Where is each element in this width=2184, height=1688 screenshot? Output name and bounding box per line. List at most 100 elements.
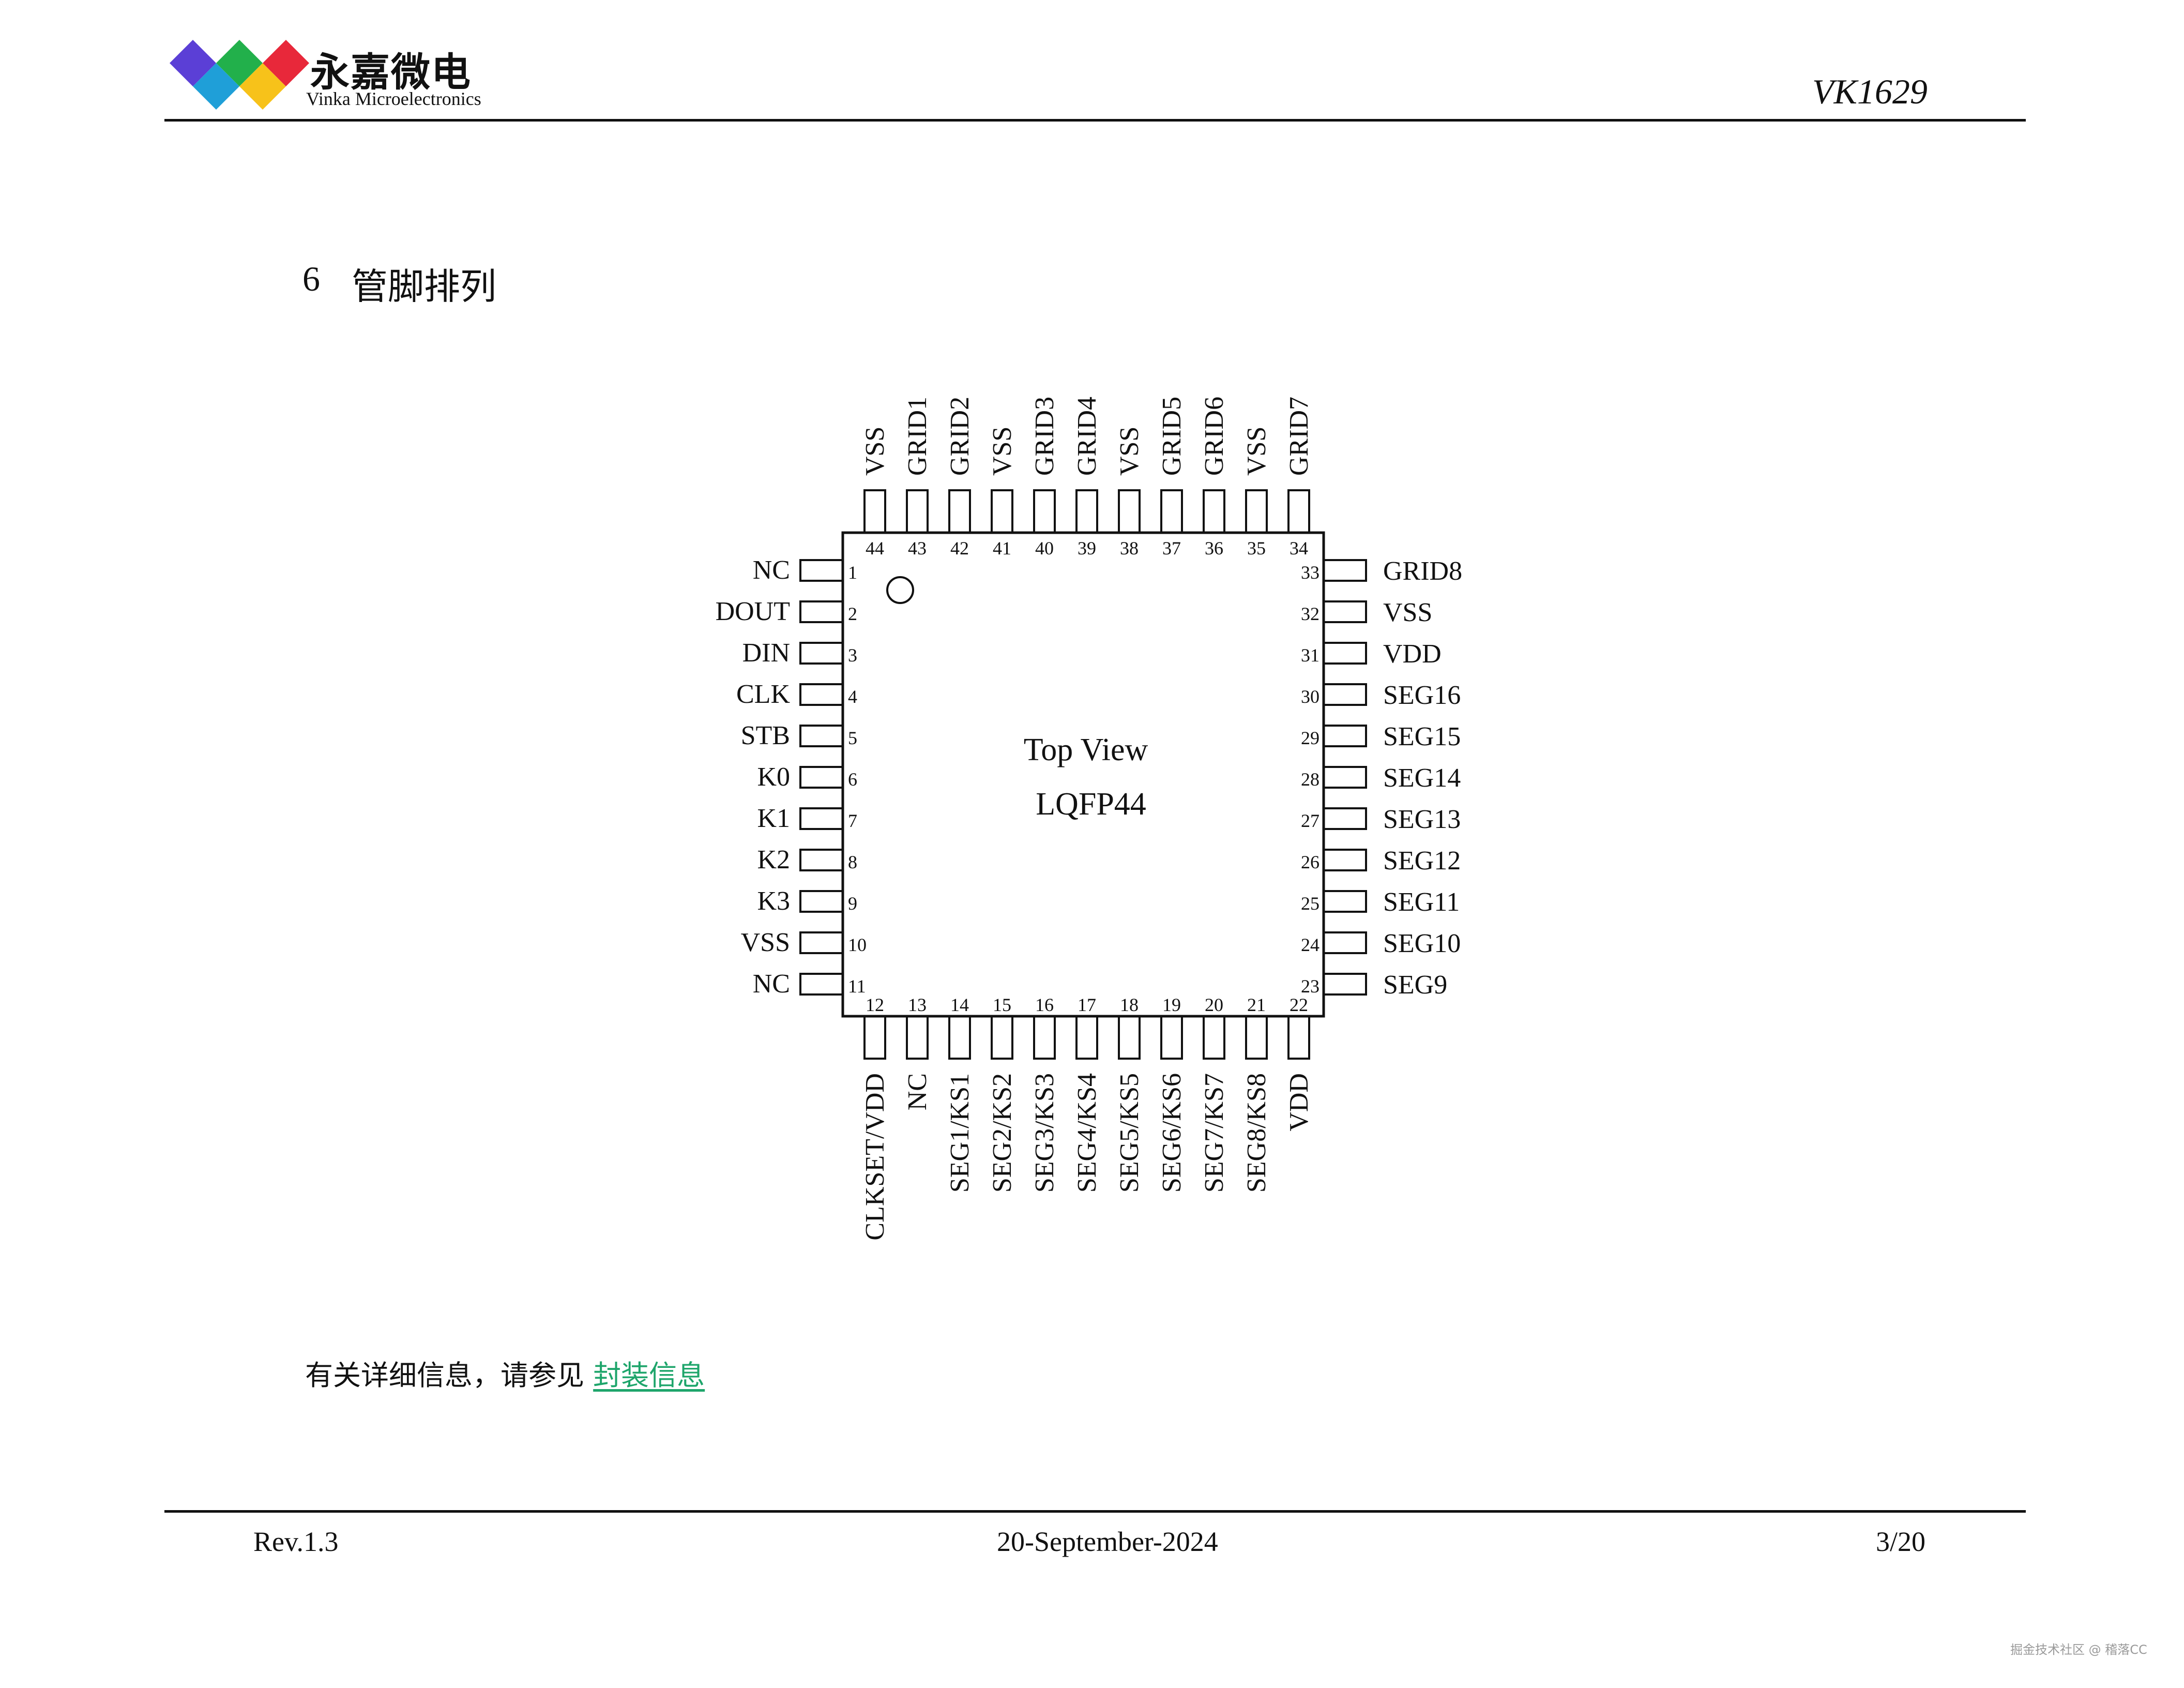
pin-39-number: 39	[1078, 538, 1096, 559]
pin-31-lead	[1323, 642, 1367, 665]
pin-35-lead	[1245, 489, 1268, 534]
pin-43-lead	[906, 489, 929, 534]
pin-6-number: 6	[848, 769, 857, 790]
pin-41-lead	[991, 489, 1013, 534]
pin-13-lead	[906, 1015, 929, 1060]
pin-40-label: GRID3	[1030, 397, 1059, 476]
pin-2-lead	[799, 600, 844, 623]
brand-english-name: Vinka Microelectronics	[306, 88, 481, 109]
pin-31-label: VDD	[1383, 639, 1442, 669]
pin-22-lead	[1287, 1015, 1310, 1060]
footer-revision: Rev.1.3	[253, 1526, 339, 1557]
pin-44-lead	[863, 489, 886, 534]
pin-24-number: 24	[1301, 935, 1320, 955]
note-line: 有关详细信息，请参见 封装信息	[305, 1352, 705, 1393]
pin-36-lead	[1203, 489, 1225, 534]
footer-page-number: 3/20	[1876, 1526, 1926, 1557]
pin-9-number: 9	[848, 893, 857, 914]
note-text: 有关详细信息，请参见	[305, 1359, 594, 1392]
section-title: 管脚排列	[352, 265, 496, 308]
company-logo-icon	[170, 40, 309, 110]
watermark: 掘金技术社区 @ 稽落CC	[2010, 1642, 2147, 1657]
pin-40-number: 40	[1035, 538, 1054, 559]
pin-20-lead	[1203, 1015, 1225, 1060]
pin-11-number: 11	[848, 976, 866, 997]
pin-23-lead	[1323, 973, 1367, 996]
pin-11-label: NC	[753, 969, 790, 999]
pin-38-label: VSS	[1115, 427, 1144, 476]
pin-35-number: 35	[1247, 538, 1266, 559]
pin-4-number: 4	[848, 686, 857, 707]
pin-21-label: SEG8/KS8	[1242, 1073, 1271, 1193]
pin-10-label: VSS	[741, 928, 790, 957]
pin-28-lead	[1323, 766, 1367, 789]
section-number: 6	[302, 259, 320, 298]
pin-8-lead	[799, 849, 844, 871]
pin-25-lead	[1323, 890, 1367, 913]
pin-33-label: GRID8	[1383, 556, 1462, 586]
pin-19-number: 19	[1162, 994, 1181, 1015]
pin-26-lead	[1323, 849, 1367, 871]
brand-chinese-name: 永嘉微电	[310, 49, 472, 95]
pin-19-label: SEG6/KS6	[1157, 1073, 1187, 1193]
pin-20-number: 20	[1205, 994, 1223, 1015]
pin-29-lead	[1323, 725, 1367, 747]
header-rule	[164, 119, 2026, 122]
pin-16-label: SEG3/KS3	[1030, 1073, 1059, 1193]
pin1-marker	[886, 576, 914, 604]
pin-26-label: SEG12	[1383, 846, 1461, 876]
pin-25-label: SEG11	[1383, 887, 1460, 917]
pin-24-label: SEG10	[1383, 929, 1461, 958]
pin-34-label: GRID7	[1284, 397, 1314, 476]
pin-44-number: 44	[866, 538, 884, 559]
pin-41-number: 41	[993, 538, 1011, 559]
pin-18-lead	[1118, 1015, 1141, 1060]
pin-1-label: NC	[753, 555, 790, 585]
pin-26-number: 26	[1301, 852, 1320, 872]
pin-42-lead	[948, 489, 971, 534]
pin-20-label: SEG7/KS7	[1200, 1073, 1229, 1193]
pin-18-number: 18	[1120, 994, 1139, 1015]
pin-6-label: K0	[757, 762, 790, 792]
chip-view-label: Top View	[1024, 732, 1148, 767]
pin-1-number: 1	[848, 562, 857, 583]
pin-25-number: 25	[1301, 893, 1320, 914]
pin-39-label: GRID4	[1072, 397, 1102, 476]
pin-15-lead	[991, 1015, 1013, 1060]
pin-14-number: 14	[950, 994, 969, 1015]
chip-body	[841, 531, 1325, 1018]
pin-30-label: SEG16	[1383, 681, 1461, 710]
pin-42-label: GRID2	[945, 397, 975, 476]
pin-7-lead	[799, 807, 844, 830]
pin-24-lead	[1323, 931, 1367, 954]
pin-8-number: 8	[848, 852, 857, 872]
pin-10-lead	[799, 931, 844, 954]
pin-22-label: VDD	[1284, 1073, 1314, 1132]
pin-13-label: NC	[903, 1073, 932, 1110]
pin-43-label: GRID1	[903, 397, 932, 476]
pin-28-label: SEG14	[1383, 763, 1461, 793]
pin-16-lead	[1033, 1015, 1056, 1060]
pin-5-lead	[799, 725, 844, 747]
pin-33-number: 33	[1301, 562, 1320, 583]
pin-31-number: 31	[1301, 645, 1320, 666]
pin-8-label: K2	[757, 845, 790, 875]
pin-9-label: K3	[757, 886, 790, 916]
pin-5-label: STB	[741, 721, 790, 750]
pin-32-label: VSS	[1383, 598, 1432, 627]
pin-5-number: 5	[848, 728, 857, 748]
pin-12-number: 12	[866, 994, 884, 1015]
pin-27-number: 27	[1301, 810, 1320, 831]
package-info-link[interactable]: 封装信息	[593, 1359, 705, 1392]
pin-34-number: 34	[1290, 538, 1308, 559]
pin-30-lead	[1323, 683, 1367, 706]
pin-17-number: 17	[1078, 994, 1096, 1015]
pin-28-number: 28	[1301, 769, 1320, 790]
pin-6-lead	[799, 766, 844, 789]
pin-38-lead	[1118, 489, 1141, 534]
pin-21-number: 21	[1247, 994, 1266, 1015]
pin-3-label: DIN	[742, 638, 790, 668]
pin-12-lead	[863, 1015, 886, 1060]
pin-40-lead	[1033, 489, 1056, 534]
pin-1-lead	[799, 559, 844, 582]
